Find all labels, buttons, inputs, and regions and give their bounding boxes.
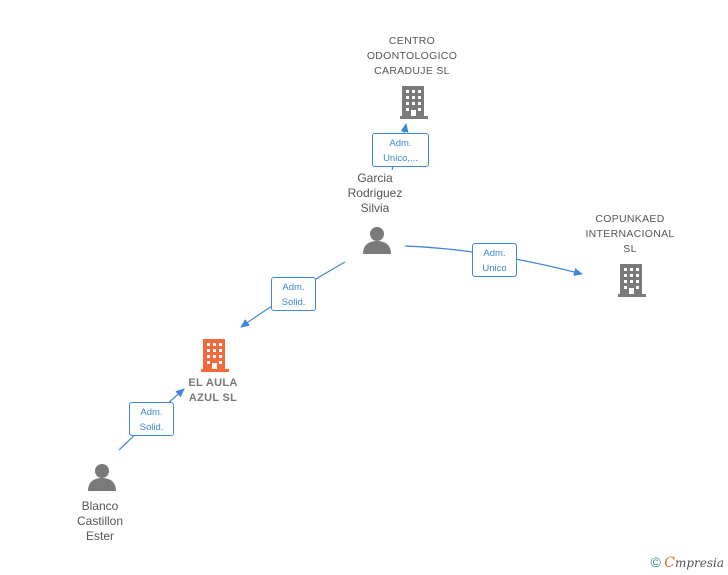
person-icon[interactable]: [88, 464, 116, 491]
edge-label-garcia-aula[interactable]: Adm. Solid.: [271, 277, 316, 311]
edge-label-garcia-centro[interactable]: Adm. Unico,...: [372, 133, 429, 167]
building-icon[interactable]: [201, 339, 229, 372]
person-label-garcia[interactable]: Garcia Rodriguez Silvia: [347, 171, 403, 215]
person-icon[interactable]: [363, 227, 391, 254]
person-label-blanco[interactable]: Blanco Castillon Ester: [76, 499, 124, 543]
edge-label-blanco-aula[interactable]: Adm. Solid.: [129, 402, 174, 436]
building-icon[interactable]: [618, 264, 646, 297]
brand-initial: C: [664, 555, 675, 571]
copyright-icon: ©: [650, 554, 661, 570]
building-icon[interactable]: [400, 86, 428, 119]
company-label-centro[interactable]: CENTRO ODONTOLOGICO CARADUJE SL: [366, 35, 458, 77]
footer-brand: © Cmpresia: [651, 554, 724, 571]
company-label-el-aula[interactable]: EL AULA AZUL SL: [188, 377, 238, 404]
company-label-copunkaed[interactable]: COPUNKAED INTERNACIONAL SL: [585, 213, 675, 255]
brand-name: mpresia: [674, 556, 724, 570]
edge-label-garcia-copunkaed[interactable]: Adm. Unico: [472, 243, 517, 277]
